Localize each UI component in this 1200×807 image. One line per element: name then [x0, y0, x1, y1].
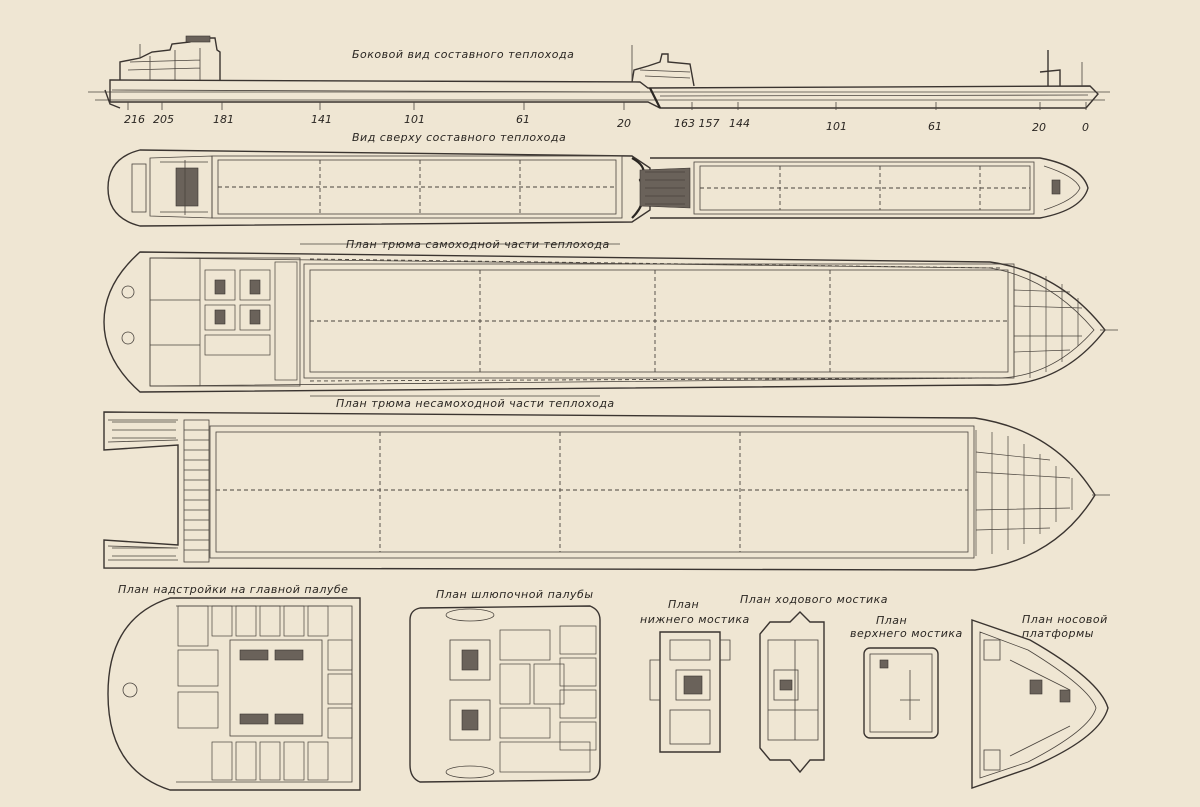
boat-deck-plan: План шлюпочной палубы — [409, 588, 601, 783]
caption-boat-deck: План шлюпочной палубы — [436, 588, 594, 601]
caption-wheel-bridge: План ходового мостика — [740, 593, 888, 606]
frame-label: 0 — [1082, 121, 1089, 134]
frame-label: 20 — [1032, 121, 1046, 134]
frame-label: 205 — [153, 113, 174, 126]
wheel-bridge-plan: План ходового мостика — [740, 593, 888, 774]
caption-bow-platform-2: платформы — [1022, 627, 1094, 640]
caption-lower-bridge-2: нижнего мостика — [640, 613, 750, 626]
upper-bridge-plan: План верхнего мостика — [850, 614, 963, 739]
frame-label: 61 — [928, 120, 942, 133]
frame-label: 141 — [311, 113, 332, 126]
caption-superstructure: План надстройки на главной палубе — [118, 583, 348, 596]
caption-upper-bridge-2: верхнего мостика — [850, 627, 963, 640]
frame-label: 163 157 — [674, 117, 720, 130]
frame-label: 101 — [404, 113, 425, 126]
caption-upper-bridge-1: План — [876, 614, 907, 627]
caption-bow-platform-1: План носовой — [1022, 613, 1108, 626]
frame-label: 144 — [729, 117, 750, 130]
caption-hold-self: План трюма самоходной части теплохода — [346, 238, 610, 251]
hold-plan-non-self-propelled: План трюма несамоходной части теплохода — [103, 395, 1110, 571]
caption-lower-bridge-1: План — [668, 598, 699, 611]
bow-platform-plan: План носовой платформы — [971, 613, 1109, 789]
superstructure-main-deck-plan: План надстройки на главной палубе — [107, 583, 361, 791]
caption-side-view: Боковой вид составного теплохода — [352, 48, 574, 61]
lower-bridge-plan: План нижнего мостика — [640, 598, 750, 753]
top-view: Вид сверху составного теплохода — [107, 131, 1089, 227]
frame-label: 216 — [124, 113, 145, 126]
frame-label: 101 — [826, 120, 847, 133]
frame-label: 181 — [213, 113, 234, 126]
frame-label: 61 — [516, 113, 530, 126]
hold-plan-self-propelled: План трюма самоходной части теплохода — [103, 238, 1118, 393]
caption-hold-nonself: План трюма несамоходной части теплохода — [336, 397, 615, 410]
caption-top-view: Вид сверху составного теплохода — [352, 131, 566, 144]
side-view: 216 205 181 141 101 61 20 163 157 144 10… — [88, 35, 1110, 134]
frame-label: 20 — [617, 117, 631, 130]
